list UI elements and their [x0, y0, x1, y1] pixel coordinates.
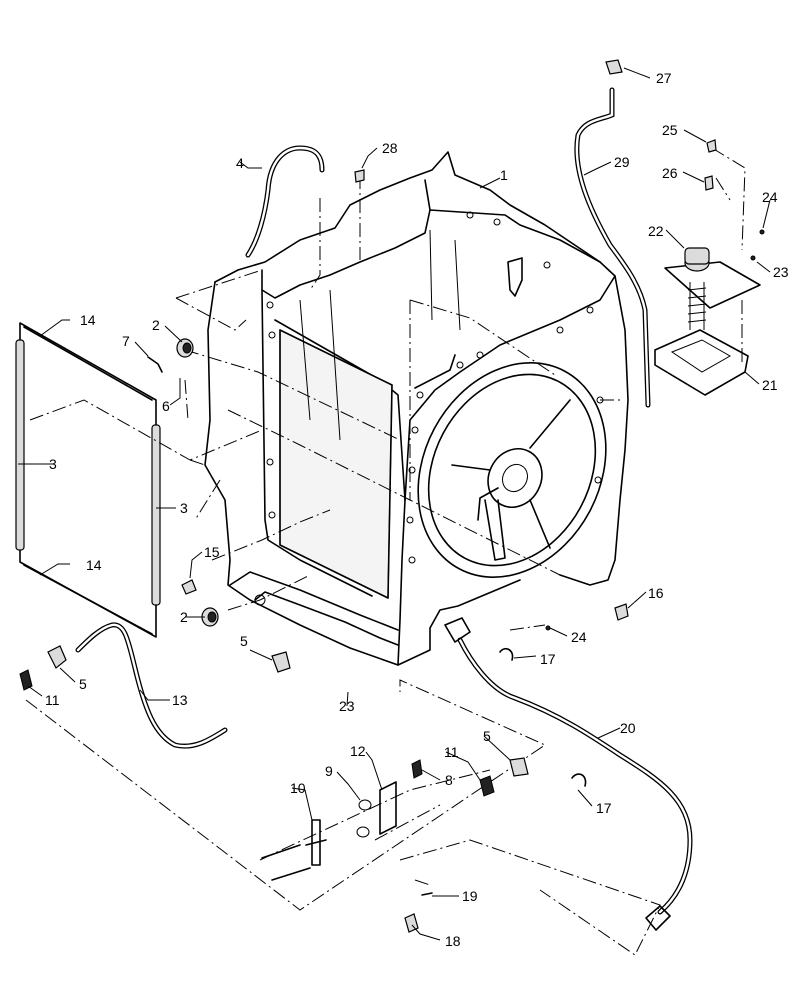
elbow-5-mid	[271, 651, 291, 673]
fitting-15	[181, 579, 197, 595]
filler-assembly-22	[664, 247, 761, 330]
hose-fitting-upper	[444, 617, 471, 643]
callout-1: 1	[500, 167, 508, 183]
fan-ring	[417, 362, 607, 578]
screen-side-strip-right	[151, 424, 161, 606]
callout-13: 13	[172, 692, 188, 708]
callout-14-upper: 14	[80, 312, 96, 328]
callout-17-upper: 17	[540, 651, 556, 667]
callout-3-right: 3	[180, 500, 188, 516]
hoses	[75, 87, 693, 931]
callout-3-left: 3	[49, 456, 57, 472]
hose-fitting-lower	[645, 905, 671, 931]
callout-16: 16	[648, 585, 664, 601]
callout-18: 18	[445, 933, 461, 949]
callout-20: 20	[620, 720, 636, 736]
callout-4: 4	[236, 155, 244, 171]
callout-11-right: 11	[444, 744, 459, 760]
callout-23-lower: 23	[339, 698, 355, 714]
callout-14-lower: 14	[86, 557, 102, 573]
callout-5-mid: 5	[240, 633, 248, 649]
callout-24-lower: 24	[571, 629, 587, 645]
callout-29: 29	[614, 154, 630, 170]
callout-17-lower: 17	[596, 800, 612, 816]
callout-27: 27	[656, 70, 672, 86]
elbow-5-left	[47, 645, 67, 669]
elbow-5-right	[509, 757, 529, 777]
frame-holes	[254, 211, 604, 606]
fitting-16	[614, 603, 629, 621]
plate-12	[379, 781, 397, 835]
fitting-8	[411, 759, 423, 779]
callout-7: 7	[122, 333, 130, 349]
bolt-24-lower	[545, 625, 551, 631]
callout-5-left: 5	[79, 676, 87, 692]
clamp-17-lower	[571, 773, 587, 787]
washer-9-b	[356, 826, 370, 838]
callout-26: 26	[662, 165, 678, 181]
callout-11-left: 11	[45, 692, 60, 708]
clamp-17-upper	[499, 648, 514, 661]
gasket-21-inner	[670, 339, 732, 373]
callout-15: 15	[204, 544, 220, 560]
callout-23-upper: 23	[773, 264, 789, 280]
callout-21: 21	[762, 377, 778, 393]
callout-10: 10	[290, 780, 306, 796]
callout-19: 19	[462, 888, 478, 904]
fitting-11-right	[479, 775, 495, 797]
clip-7	[147, 356, 163, 373]
bolt-24-upper	[759, 229, 765, 235]
callout-2-upper: 2	[152, 317, 160, 333]
callout-22: 22	[648, 223, 664, 239]
screen-assembly	[15, 322, 161, 638]
callout-2-lower: 2	[180, 609, 188, 625]
screen-side-strip-left	[15, 339, 25, 551]
pin-19	[421, 892, 433, 896]
fitting-27	[605, 59, 623, 75]
fitting-26	[704, 175, 714, 191]
callout-24-upper: 24	[762, 189, 778, 205]
callout-labels: 1 2 2 3 3 4 5 5 5 6 7 8 9 10 11 11 12 13…	[45, 70, 789, 949]
grommet-2-upper	[176, 338, 194, 358]
bolts-lower	[261, 844, 311, 881]
callout-12: 12	[350, 743, 366, 759]
callout-9: 9	[325, 763, 333, 779]
bolt-23-upper	[750, 255, 756, 261]
radiator-frame	[204, 151, 629, 666]
callout-8: 8	[445, 772, 453, 788]
washer-9-a	[358, 799, 372, 811]
callout-5-right: 5	[483, 728, 491, 744]
leader-lines	[18, 67, 771, 941]
callout-25: 25	[662, 122, 678, 138]
callout-28: 28	[382, 140, 398, 156]
phantom-lines	[25, 147, 746, 956]
bracket-10	[305, 819, 327, 866]
hardware	[19, 59, 765, 933]
fitting-28	[354, 169, 365, 183]
fitting-25	[706, 139, 717, 153]
fitting-11-left	[19, 669, 33, 691]
callout-6: 6	[162, 398, 170, 414]
